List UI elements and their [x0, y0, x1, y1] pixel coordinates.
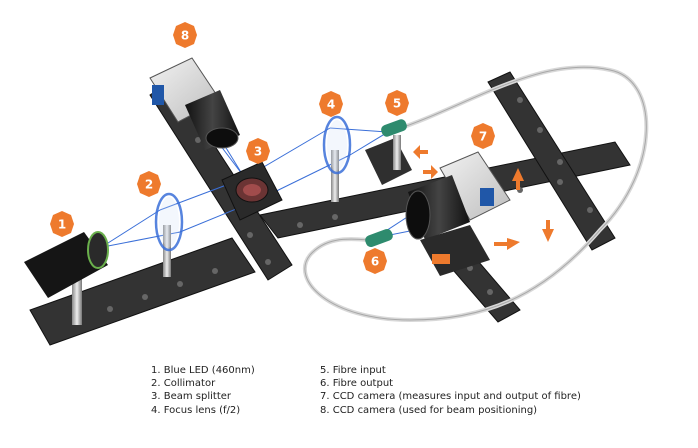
- badge-7: 7: [471, 123, 495, 149]
- badge-8: 8: [173, 22, 197, 48]
- badge-5-label: 5: [393, 97, 401, 111]
- fibre-input: [365, 119, 412, 185]
- ccd-camera-beam: [149, 57, 240, 150]
- arrow-camera-down: [542, 220, 554, 242]
- beam-splitter: [221, 161, 283, 221]
- badge-6-label: 6: [371, 255, 379, 269]
- ccd-camera-fibre: [405, 151, 511, 276]
- rail-right-vertical: [487, 71, 616, 251]
- legend-item: 8. CCD camera (used for beam positioning…: [320, 404, 538, 416]
- legend-item: 2. Collimator: [151, 378, 216, 390]
- legend-item: 5. Fibre input: [320, 365, 386, 376]
- focus-lens: [322, 115, 352, 202]
- arrow-fibre-input-up: [413, 145, 428, 159]
- legend-item: 6. Fibre output: [320, 378, 394, 390]
- legend-item: 3. Beam splitter: [151, 391, 231, 403]
- badge-7-label: 7: [479, 130, 487, 144]
- badge-4: 4: [319, 91, 343, 117]
- legend-item: 4. Focus lens (f/2): [151, 404, 241, 416]
- adjustment-arrows: [413, 145, 554, 250]
- badge-2: 2: [137, 171, 161, 197]
- badge-2-label: 2: [145, 178, 153, 192]
- collimator: [154, 192, 184, 277]
- legend-column-1: 1. Blue LED (460nm) 2. Collimator 3. Bea…: [151, 364, 255, 417]
- badge-1-label: 1: [58, 218, 66, 232]
- badge-4-label: 4: [327, 98, 335, 112]
- badge-3-label: 3: [254, 145, 262, 159]
- legend-column-2: 5. Fibre input 6. Fibre output 7. CCD ca…: [320, 364, 581, 417]
- blue-led: [24, 231, 109, 325]
- legend-item: 1. Blue LED (460nm): [151, 365, 255, 376]
- fibre-output: [365, 228, 393, 248]
- arrow-camera-right: [494, 238, 520, 250]
- badge-5: 5: [385, 90, 409, 116]
- badge-6: 6: [363, 248, 387, 274]
- badge-1: 1: [50, 211, 74, 237]
- arrow-camera-up: [512, 168, 524, 190]
- badge-3: 3: [246, 138, 270, 164]
- arrow-fibre-input-down: [423, 165, 438, 179]
- badge-8-label: 8: [181, 29, 189, 43]
- legend-item: 7. CCD camera (measures input and output…: [320, 391, 581, 403]
